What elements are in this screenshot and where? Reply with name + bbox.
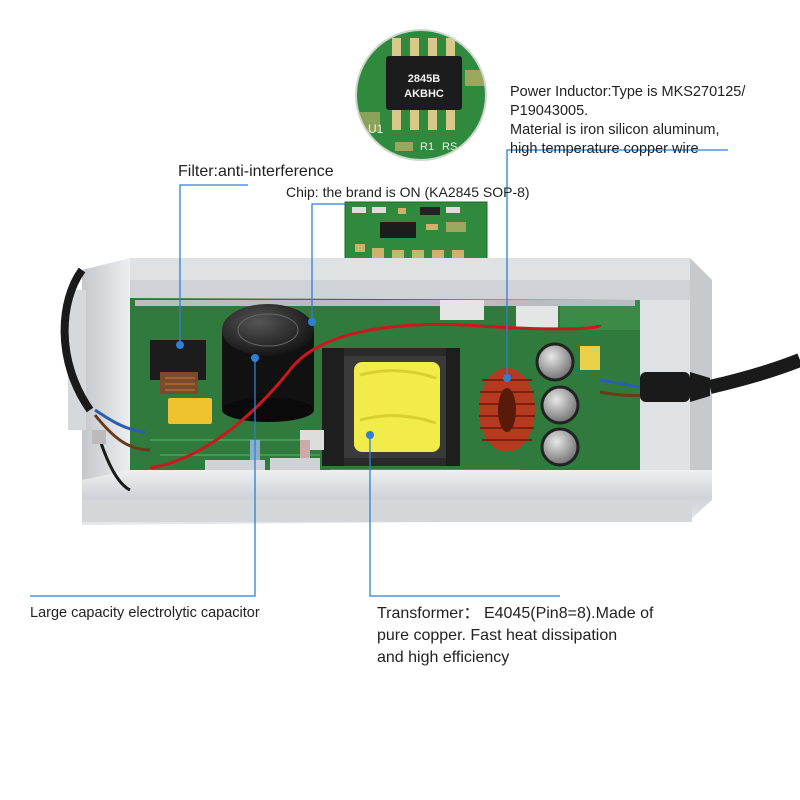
transformer-leader (369, 435, 560, 597)
inductor-leader (506, 149, 728, 378)
chip-leader (311, 203, 345, 322)
transformer-label-line3: and high efficiency (377, 649, 510, 666)
chip-label: Chip: the brand is ON (KA2845 SOP-8) (286, 184, 530, 200)
electrolytic-capacitor (222, 304, 314, 422)
chip-silkscreen-u: U1 (368, 122, 384, 136)
power-inductor (479, 368, 535, 452)
control-board-module (344, 201, 488, 263)
inductor-label-line2: P19043005. (510, 103, 589, 119)
inductor-label: Power Inductor:Type is MKS270125/ P19043… (510, 83, 745, 159)
transformer-label: Transformer： E4045(Pin8=8).Made of pure … (377, 603, 653, 669)
filter-label: Filter:anti-interference (178, 163, 334, 180)
red-wire (149, 322, 602, 470)
inductor-label-line3: Material is iron silicon aluminum, (510, 122, 720, 138)
input-cable (60, 267, 151, 492)
transformer-label-line1: Transformer： E4045(Pin8=8).Made of (377, 605, 654, 622)
capacitor-label: Large capacity electrolytic capacitor (30, 605, 260, 621)
output-capacitors (535, 342, 600, 467)
transformer-label-line2: pure copper. Fast heat dissipation (377, 627, 618, 644)
inductor-label-line4: high temperature copper wire (510, 141, 699, 157)
capacitor-leader (30, 358, 256, 597)
enclosure-front-wall (82, 470, 712, 525)
filter-leader (179, 184, 248, 345)
chip-silkscreen-rs: RS (442, 141, 457, 153)
transformer (322, 348, 460, 466)
chip-marking-line2: AKBHC (404, 88, 444, 100)
chip-closeup: 2845B AKBHC U1 R1 RS (355, 29, 487, 161)
leader-lines (30, 149, 728, 597)
chip-silkscreen-r: R1 (420, 141, 434, 153)
inductor-label-line1: Power Inductor:Type is MKS270125/ (510, 84, 746, 100)
output-cable (599, 353, 800, 402)
chip-marking-line1: 2845B (408, 73, 440, 85)
